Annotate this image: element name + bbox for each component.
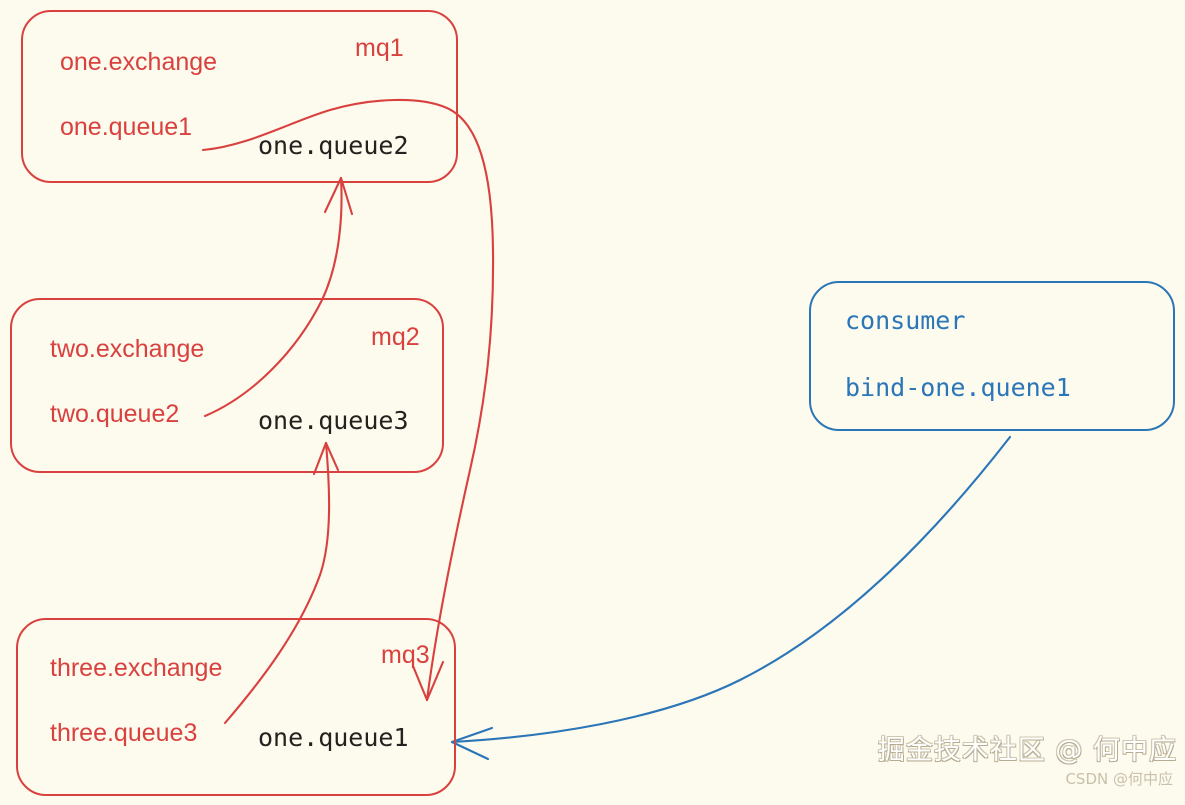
mq1-queue-label: one.queue1 [60,113,193,141]
mq3-exchange-label: three.exchange [50,654,223,682]
mq1-exchange-label: one.exchange [60,48,218,76]
mq1-target-queue-label: one.queue2 [258,131,409,160]
mq2-exchange-label: two.exchange [50,335,205,363]
box-mq3[interactable] [16,618,456,796]
mq2-queue-label: two.queue2 [50,400,180,428]
connector-consumer-to-one-queue1 [450,435,1012,761]
connector-two-queue2-to-one-queue2 [203,176,354,418]
connector-one-queue1-to-mq3 [201,98,495,702]
consumer-binding-label: bind-one.quene1 [845,373,1071,402]
box-mq2[interactable] [10,298,444,473]
box-mq1[interactable] [21,10,458,183]
box-consumer[interactable] [809,281,1175,431]
connector-three-queue3-to-one-queue3 [223,441,340,725]
mq3-target-queue-label: one.queue1 [258,723,409,752]
mq2-tag-label: mq2 [371,323,420,351]
mq1-tag-label: mq1 [355,34,404,62]
consumer-title-label: consumer [845,306,966,335]
mq3-queue-label: three.queue3 [50,719,198,747]
mq3-tag-label: mq3 [381,641,430,669]
mq2-target-queue-label: one.queue3 [258,406,409,435]
